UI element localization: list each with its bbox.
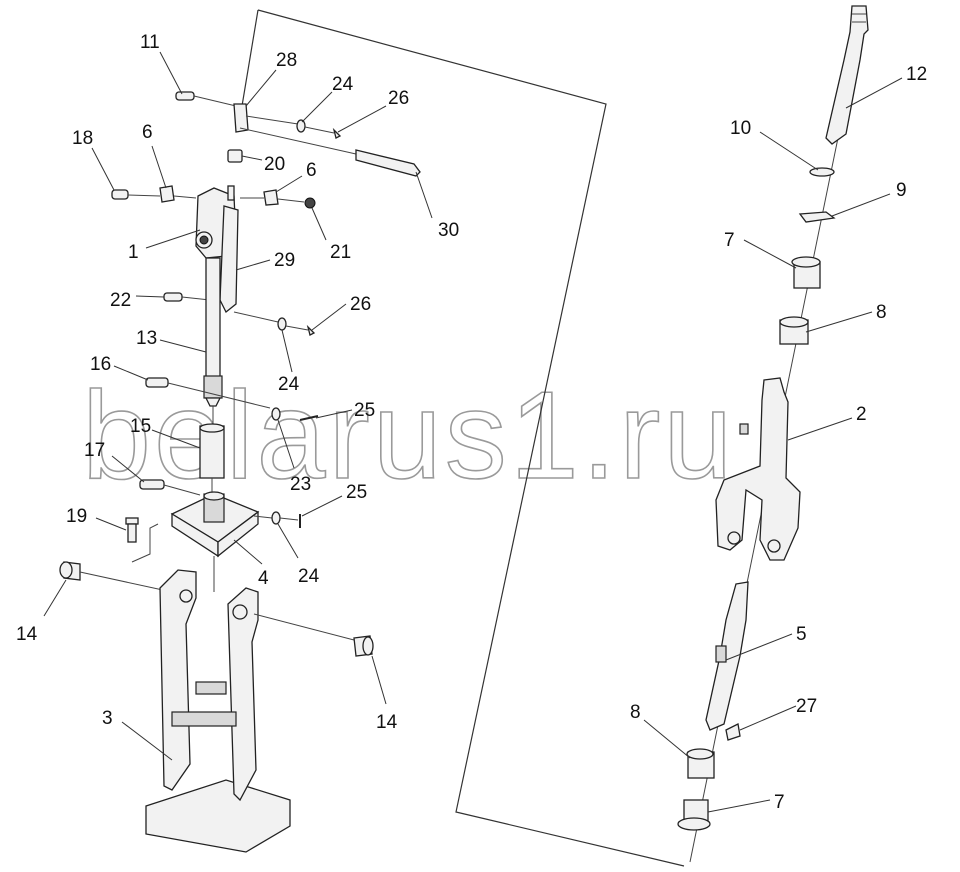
pin-17: [139, 479, 201, 496]
callout-25: 25: [354, 400, 375, 421]
pin-18: [111, 189, 161, 200]
callout-6-right: 6: [306, 160, 317, 181]
callout-19: 19: [66, 506, 87, 527]
pin-16: [145, 377, 271, 409]
callout-17: 17: [84, 440, 105, 461]
plug-14-right: [253, 613, 374, 657]
fork-2: [715, 377, 801, 561]
callout-9: 9: [896, 180, 907, 201]
callout-labels: 11 28 24 26 18 6 20 6 30 1 21 29 22 26 1…: [16, 32, 927, 813]
callout-4: 4: [258, 568, 269, 589]
cotter-26-mid: [306, 324, 316, 336]
callout-14-right: 14: [376, 712, 398, 733]
callout-24: 24: [332, 74, 354, 95]
washer-23: [271, 407, 281, 421]
flange-9: [798, 211, 836, 223]
callout-3: 3: [102, 708, 113, 729]
callout-29: 29: [274, 250, 295, 271]
washer-24-low: [253, 511, 299, 525]
callout-26: 26: [388, 88, 409, 109]
callout-7-bottom: 7: [774, 792, 785, 813]
washer-24-top: [296, 119, 335, 134]
callout-8-bottom: 8: [630, 702, 641, 723]
callout-25-low: 25: [346, 482, 367, 503]
watermark: belarus1.ru: [82, 367, 735, 505]
callout-21: 21: [330, 242, 351, 263]
callout-23: 23: [290, 474, 311, 495]
callout-22: 22: [110, 290, 131, 311]
bracket-29: [219, 205, 239, 314]
callout-28: 28: [276, 50, 297, 71]
callout-6: 6: [142, 122, 153, 143]
callout-14-left: 14: [16, 624, 38, 645]
callout-2: 2: [856, 404, 867, 425]
sub-assembly-frame: [239, 9, 685, 867]
nut-21: [304, 197, 316, 209]
bushing-7-bottom: [677, 799, 711, 831]
bracket-28: [233, 103, 299, 133]
callout-18: 18: [72, 128, 93, 149]
key-27: [725, 723, 741, 741]
plate-6-left: [159, 185, 197, 203]
callout-26-mid: 26: [350, 294, 371, 315]
shaft-5: [705, 581, 749, 731]
pin-11: [175, 91, 237, 107]
washer-24-mid: [233, 311, 309, 331]
housing-4: [170, 491, 260, 558]
callout-15: 15: [130, 416, 151, 437]
pin-22: [163, 292, 211, 302]
cotter-25-top: [299, 415, 319, 421]
bushing-7-top: [791, 256, 821, 289]
callout-1: 1: [128, 242, 139, 263]
bushing-8-top: [779, 316, 809, 345]
cotter-26-top: [332, 127, 342, 139]
callout-16: 16: [90, 354, 111, 375]
callout-10: 10: [730, 118, 751, 139]
bushing-20: [227, 149, 243, 163]
rod-30: [239, 127, 421, 177]
leader-lines: [43, 51, 903, 813]
shaft-12: [825, 5, 869, 145]
plug-14-left: [59, 561, 173, 593]
callout-24-mid: 24: [278, 374, 300, 395]
shaft-13: [203, 257, 223, 425]
callout-24-low: 24: [298, 566, 320, 587]
callout-12: 12: [906, 64, 927, 85]
callout-30: 30: [438, 220, 459, 241]
callout-7-top: 7: [724, 230, 735, 251]
callout-20: 20: [264, 154, 285, 175]
washer-10: [809, 167, 835, 177]
bushing-8-bottom: [686, 748, 715, 779]
plate-6-right: [240, 189, 305, 206]
bolt-19: [125, 517, 159, 563]
frame-3: [145, 569, 291, 853]
callout-8-top: 8: [876, 302, 887, 323]
callout-13: 13: [136, 328, 157, 349]
callout-5: 5: [796, 624, 807, 645]
callout-11: 11: [140, 32, 160, 53]
callout-27: 27: [796, 696, 817, 717]
